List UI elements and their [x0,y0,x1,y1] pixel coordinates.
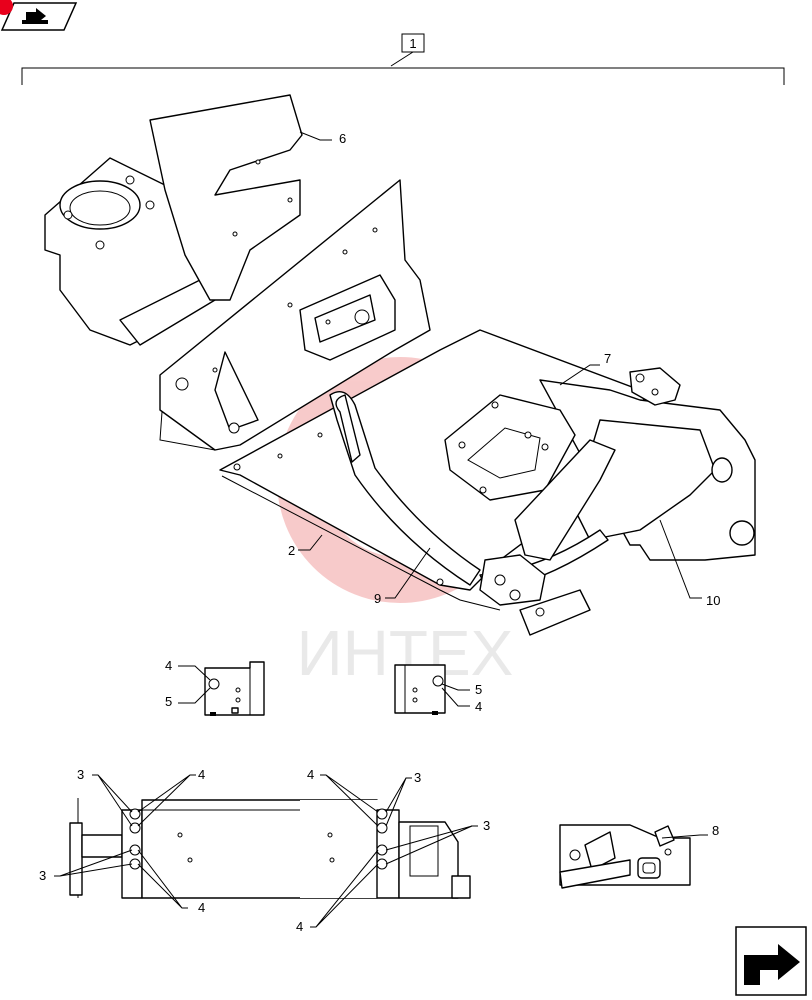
callout-10: 10 [706,593,720,608]
pedal-lever [329,391,616,636]
pedal-housing [539,367,756,561]
detail-view-sensor: 8 [559,823,719,889]
next-page-arrow-icon[interactable] [735,926,807,996]
callout-8: 8 [712,823,719,838]
callout-d-4-top: 4 [307,767,314,782]
mount-bracket [299,274,396,361]
callout-2: 2 [288,543,295,558]
callout-6: 6 [339,131,346,146]
callout-c-4-bottom: 4 [198,900,205,915]
callout-c-3-bottom: 3 [39,868,46,883]
callout-7: 7 [604,351,611,366]
callout-detail-5: 5 [165,694,172,709]
group-bracket: 1 [21,33,785,85]
side-wall [159,179,431,451]
callout-9: 9 [374,591,381,606]
callout-detail-4: 4 [165,658,172,673]
callout-d-3-mid: 3 [483,818,490,833]
detail-view-right-bracket: 5 4 [394,664,482,715]
group-label: 1 [409,36,416,51]
callout-d-3-top: 3 [414,770,421,785]
duct-housing [44,94,303,346]
detail-view-left-bracket: 4 5 [165,658,265,716]
callout-d-4-bottom: 4 [296,919,303,934]
callout-c-4-top: 4 [198,767,205,782]
callout-detail-b-5: 5 [475,682,482,697]
callout-c-3-top: 3 [77,767,84,782]
callout-detail-b-4: 4 [475,699,482,714]
detail-view-right-plate: 4 3 3 4 [296,767,490,934]
book-arrow-icon[interactable] [0,0,78,31]
callouts-main: 6 7 2 9 10 [288,131,720,608]
pedal-plate [444,394,576,501]
